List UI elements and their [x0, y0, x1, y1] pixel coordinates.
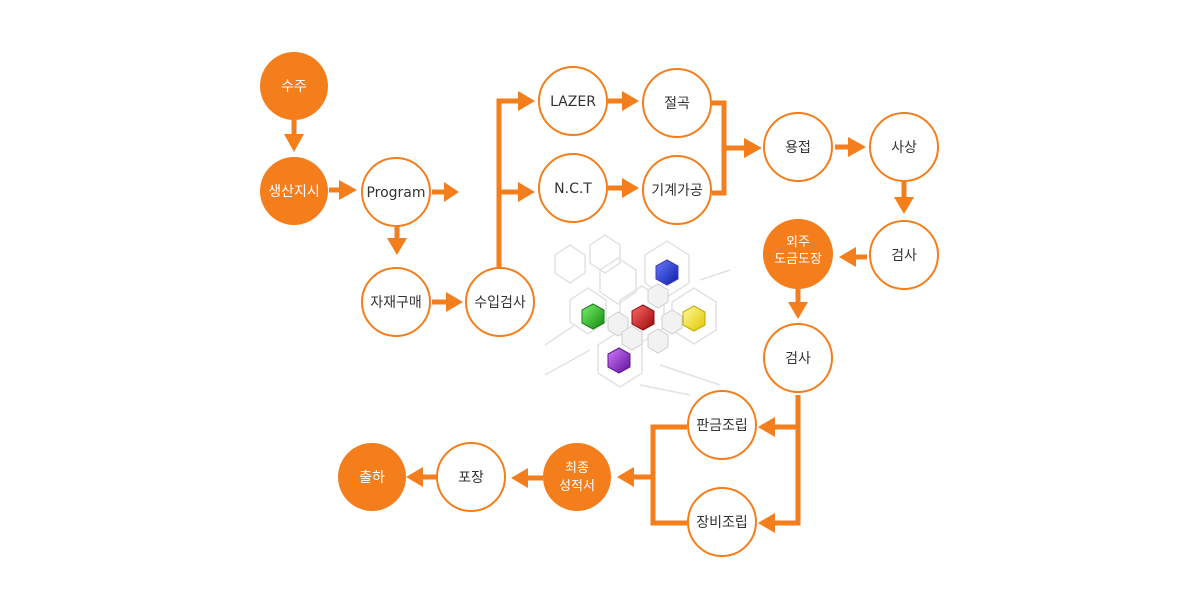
node-bending-label: 절곡 — [664, 96, 690, 112]
node-welding-circle — [763, 112, 833, 182]
hexagon-gem-cluster-icon — [544, 234, 731, 396]
node-program-circle — [361, 157, 431, 227]
merge-bracket — [712, 100, 727, 196]
node-lazer-label: LAZER — [550, 94, 596, 110]
node-purchase-circle — [361, 267, 431, 337]
node-order-label: 수주 — [281, 79, 307, 95]
branch-to-equipment-assembly — [775, 395, 801, 526]
node-painting-label-line2: 도금도장 — [774, 252, 822, 267]
node-purchase-label: 자재구매 — [370, 295, 422, 311]
node-welding-label: 용접 — [785, 140, 811, 156]
node-nct-label: N.C.T — [554, 181, 592, 197]
node-shipping-label: 출하 — [359, 470, 385, 486]
node-packing-circle — [436, 442, 506, 512]
node-painting: 외주 도금도장 — [763, 219, 833, 289]
branch-to-lazer — [496, 98, 518, 268]
node-lazer-circle — [538, 66, 608, 136]
merge-assembly-bracket — [650, 424, 687, 526]
node-equipment-assembly-label: 장비조립 — [696, 515, 748, 531]
node-finishing-label: 사상 — [891, 140, 917, 156]
node-inspection-2-label: 검사 — [785, 351, 811, 367]
node-finishing-circle — [869, 112, 939, 182]
node-order: 수주 — [260, 52, 328, 120]
node-equipment-assembly-circle — [687, 487, 757, 557]
node-inspection-1-circle — [869, 220, 939, 290]
node-production-order: 생산지시 — [260, 157, 328, 225]
node-sheet-assembly-circle — [687, 390, 757, 460]
node-incoming-inspection-label: 수입검사 — [474, 295, 526, 311]
flow-connectors — [291, 98, 907, 526]
node-shipping: 출하 — [338, 443, 406, 511]
arrow-heads — [284, 91, 914, 533]
node-final-report: 최종 성적서 — [543, 443, 611, 511]
node-nct-circle — [538, 153, 608, 223]
node-sheet-assembly-label: 판금조립 — [696, 418, 748, 434]
node-machining-circle — [642, 155, 712, 225]
node-painting-label-line1: 외주 — [786, 235, 810, 250]
node-incoming-inspection-circle — [465, 267, 535, 337]
node-packing-label: 포장 — [458, 470, 484, 486]
node-inspection-1-label: 검사 — [891, 248, 917, 264]
node-inspection-2-circle — [763, 323, 833, 393]
node-production-order-label: 생산지시 — [268, 184, 320, 200]
node-final-report-label-line1: 최종 — [565, 461, 589, 476]
node-bending-circle — [642, 68, 712, 138]
node-program-label: Program — [366, 185, 425, 201]
node-machining-label: 기계가공 — [651, 183, 703, 199]
node-final-report-label-line2: 성적서 — [559, 479, 595, 494]
